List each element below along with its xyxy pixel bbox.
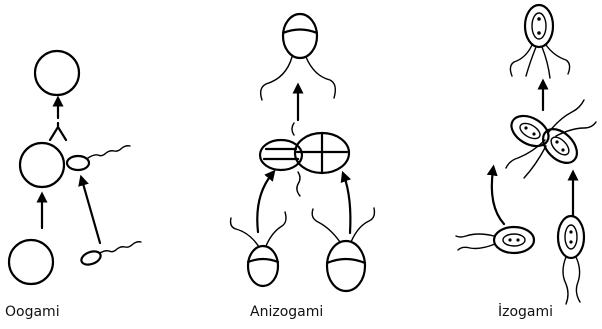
zygote-cell	[33, 49, 81, 97]
fusion-flagellum-top	[291, 122, 295, 136]
anizogami-label: Anizogami	[250, 304, 324, 320]
sperm-tail	[87, 145, 131, 159]
nucleus-dot	[561, 148, 565, 152]
zygote-division	[281, 28, 319, 35]
isogamete-fusing-left	[510, 114, 550, 148]
arrow-left-gamete-up	[486, 164, 506, 226]
small-gamete-flagellum-2	[265, 211, 287, 247]
flagellum-left	[259, 56, 293, 101]
arrow-small-gamete-up	[256, 169, 276, 234]
fusion-flagellum-bottom	[296, 171, 301, 197]
zygote-nucleus-1	[537, 17, 541, 21]
isogamete-left	[492, 225, 536, 255]
isogamete-left-inner	[502, 233, 526, 247]
right-gamete-flagellum-1	[562, 256, 569, 305]
sperm-tail-free	[99, 241, 142, 254]
zygote-nucleus-2	[537, 31, 541, 35]
large-gamete-flagellum-2	[350, 207, 376, 243]
small-gamete-division	[246, 257, 280, 264]
nucleus-dot	[569, 230, 573, 234]
small-gamete-flagellum-1	[229, 217, 260, 248]
isogamete-fusing-right	[542, 128, 578, 164]
isogamete-right-inner	[564, 224, 578, 250]
nucleus-dot	[508, 238, 512, 242]
large-gamete	[325, 239, 367, 293]
fusion-flagellum-4	[555, 121, 597, 137]
flagellum-right	[305, 56, 337, 99]
fusion-stalk	[48, 121, 68, 142]
isogamete-right	[556, 214, 586, 260]
isogamete-fusing-left-inner	[519, 122, 541, 140]
zygote-cell-outer	[523, 3, 555, 49]
izogami-label: İzogami	[498, 304, 554, 320]
sperm-attached	[65, 154, 91, 172]
oogami-panel	[7, 49, 142, 286]
sperm-cell	[80, 250, 102, 266]
zygote-flagellum-4	[545, 44, 571, 75]
nucleus-dot	[532, 132, 536, 136]
large-gamete-division	[325, 257, 367, 265]
zygote-flagellum-1	[509, 44, 533, 77]
zygote-flagellum-2	[525, 46, 537, 77]
nucleus-dot	[555, 140, 559, 144]
fusion-flagellum-2	[523, 145, 547, 179]
nucleus-dot	[524, 126, 528, 130]
nucleus-dot	[516, 238, 520, 242]
isogamete-fusing-right-inner	[550, 136, 570, 156]
left-gamete-flagellum-2	[457, 243, 496, 251]
anizogami-panel	[229, 12, 376, 293]
fusion-flagellum-1	[505, 139, 546, 169]
egg-cell	[7, 238, 55, 286]
egg-fertilized	[18, 141, 66, 189]
izogami-panel	[455, 3, 597, 305]
right-gamete-flagellum-2	[575, 256, 581, 303]
fusion-flagellum-3	[547, 99, 585, 134]
small-gamete	[246, 244, 280, 288]
arrow-sperm-up	[78, 174, 102, 245]
left-gamete-flagellum-1	[455, 233, 495, 238]
nucleus-dot	[569, 240, 573, 244]
large-gamete-flagellum-1	[311, 208, 341, 243]
zygote-cell-inner	[531, 12, 547, 40]
arrow-large-gamete-up	[340, 170, 352, 235]
oogami-label: Oogami	[5, 304, 60, 320]
small-gamete-fusing	[258, 138, 304, 172]
zygote-flagellum-3	[541, 46, 551, 79]
zygote-cell	[281, 12, 319, 60]
